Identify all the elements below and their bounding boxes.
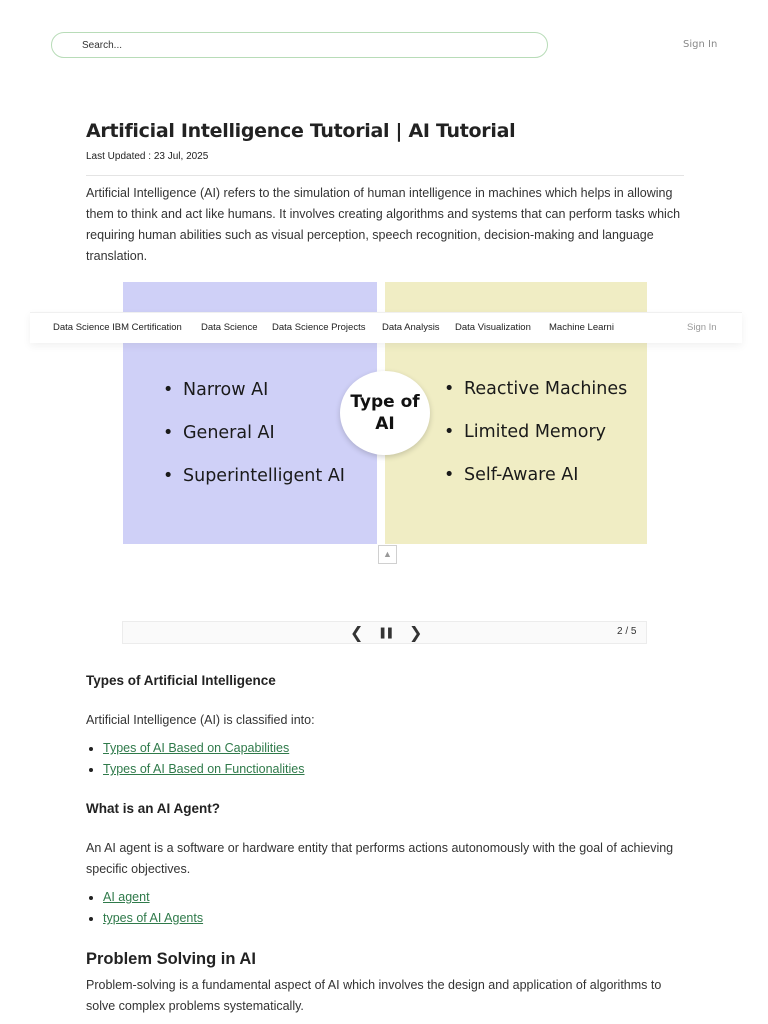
agent-link-list: AI agent types of AI Agents (86, 887, 203, 929)
chevron-left-icon[interactable]: ❮ (350, 623, 364, 642)
link-ai-agent[interactable]: AI agent (103, 890, 150, 904)
list-item: Limited Memory (444, 421, 627, 464)
link-ai-functionalities[interactable]: Types of AI Based on Functionalities (103, 762, 305, 776)
list-item: AI agent (103, 887, 203, 908)
problem-solving-heading: Problem Solving in AI (86, 950, 256, 968)
list-item: General AI (163, 422, 345, 465)
pause-icon[interactable]: ❚❚ (378, 626, 395, 639)
nav-sign-in-link[interactable]: Sign In (687, 322, 717, 333)
agent-paragraph: An AI agent is a software or hardware en… (86, 841, 674, 876)
last-updated: Last Updated : 23 Jul, 2025 (86, 151, 209, 162)
link-ai-capabilities[interactable]: Types of AI Based on Capabilities (103, 741, 290, 755)
badge-label: Type of AI (350, 392, 420, 434)
functionalities-list: Reactive Machines Limited Memory Self-Aw… (444, 378, 627, 507)
nav-item-data-science[interactable]: Data Science (201, 322, 258, 333)
list-item: Reactive Machines (444, 378, 627, 421)
sign-in-link[interactable]: Sign In (683, 39, 718, 50)
link-types-of-ai-agents[interactable]: types of AI Agents (103, 911, 204, 925)
search-input[interactable] (51, 32, 548, 58)
list-item: Superintelligent AI (163, 465, 345, 508)
page-title: Artificial Intelligence Tutorial | AI Tu… (86, 120, 516, 142)
list-item: Types of AI Based on Functionalities (103, 759, 305, 780)
nav-item-machine-learning[interactable]: Machine Learni (549, 322, 614, 333)
list-item: types of AI Agents (103, 908, 203, 929)
nav-item-data-visualization[interactable]: Data Visualization (455, 322, 531, 333)
problem-solving-paragraph: Problem-solving is a fundamental aspect … (86, 978, 662, 1013)
types-heading: Types of Artificial Intelligence (86, 673, 276, 688)
list-item: Self-Aware AI (444, 464, 627, 507)
nav-item-data-analysis[interactable]: Data Analysis (382, 322, 440, 333)
intro-paragraph: Artificial Intelligence (AI) refers to t… (86, 186, 681, 263)
nav-item-data-science-projects[interactable]: Data Science Projects (272, 322, 366, 333)
agent-heading: What is an AI Agent? (86, 801, 220, 816)
chevron-right-icon[interactable]: ❯ (409, 623, 423, 642)
sticky-category-nav: Data Science IBM Certification Data Scie… (30, 312, 742, 343)
nav-item-data-science-ibm[interactable]: Data Science IBM Certification (53, 322, 182, 333)
title-divider (86, 175, 684, 176)
type-of-ai-badge: Type of AI (340, 371, 430, 455)
list-item: Types of AI Based on Capabilities (103, 738, 305, 759)
slide-counter: 2 / 5 (617, 626, 637, 637)
slide-controls: ❮ ❚❚ ❯ 2 / 5 (122, 621, 647, 644)
types-link-list: Types of AI Based on Capabilities Types … (86, 738, 305, 780)
list-item: Narrow AI (163, 379, 345, 422)
types-paragraph: Artificial Intelligence (AI) is classifi… (86, 713, 315, 727)
capabilities-list: Narrow AI General AI Superintelligent AI (163, 379, 345, 508)
scroll-up-icon[interactable]: ▲ (378, 545, 397, 564)
